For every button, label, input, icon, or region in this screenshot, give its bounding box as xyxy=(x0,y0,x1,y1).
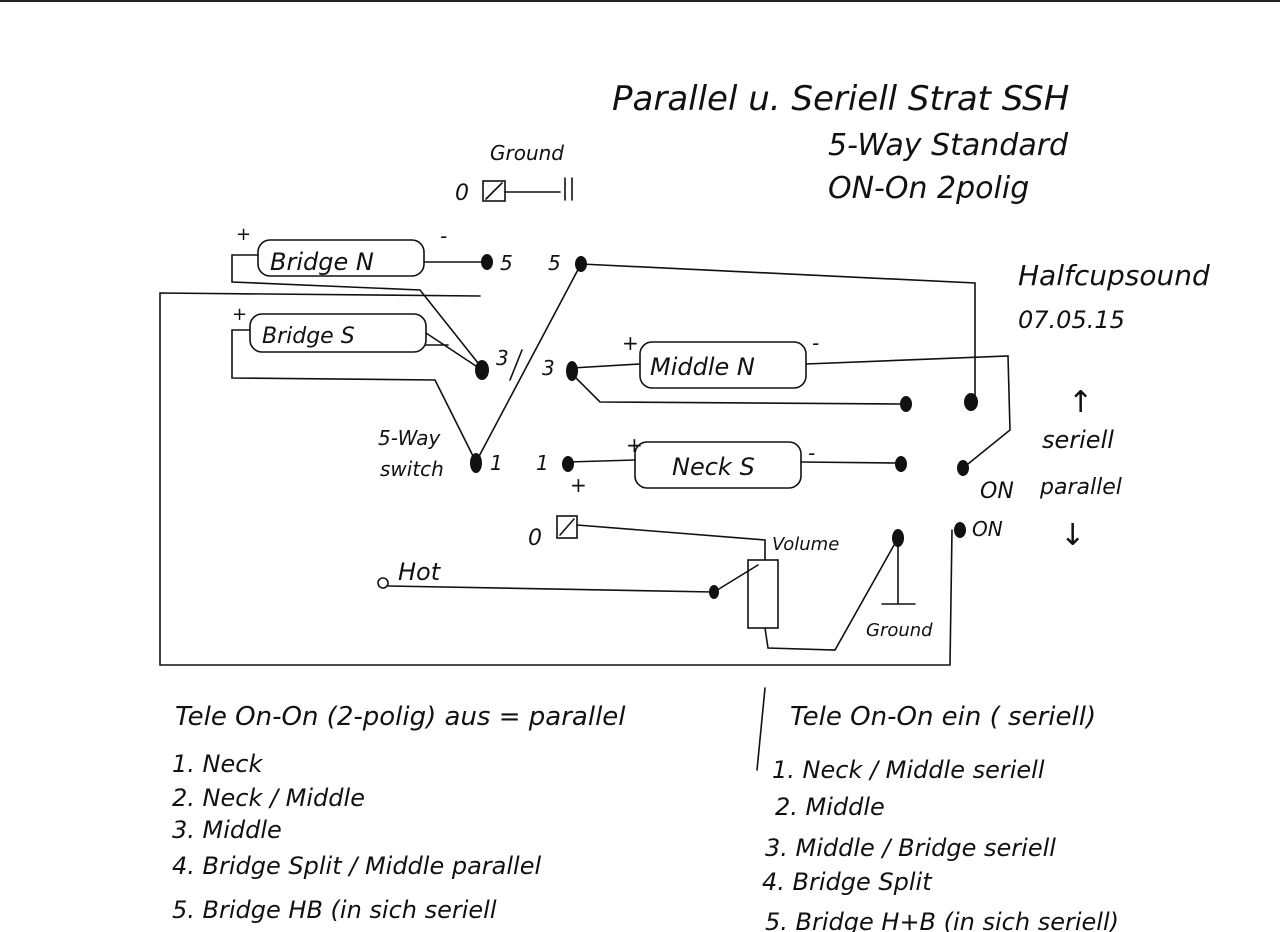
legend-item: 5. Bridge H+B (in sich seriell) xyxy=(765,908,1119,932)
switch-wiper xyxy=(475,263,582,463)
pot-wiper-lug xyxy=(709,585,719,599)
date-label: 07.05.15 xyxy=(1018,306,1125,334)
switch-lug-5a xyxy=(481,254,493,270)
legend-item: 4. Bridge Split / Middle parallel xyxy=(172,852,541,880)
toggle-lug xyxy=(957,460,969,476)
legend-item: 3. Middle / Bridge seriell xyxy=(765,834,1056,862)
minus-sign: - xyxy=(440,224,447,248)
pickup-neck-s-label: Neck S xyxy=(672,453,755,481)
switch-label: 5-Way xyxy=(378,426,442,450)
wire xyxy=(231,329,477,463)
wire xyxy=(231,254,483,369)
plus-sign: + xyxy=(232,304,247,325)
diagram-title: Parallel u. Seriell Strat SSH xyxy=(612,79,1069,119)
pickup-bridge-s-label: Bridge S xyxy=(262,324,355,349)
lug-number: 5 xyxy=(500,251,513,275)
on-label: ON xyxy=(980,479,1014,504)
hatch xyxy=(485,182,503,200)
lug-number: 5 xyxy=(548,251,561,275)
ground-symbol-bottom xyxy=(881,544,916,605)
ground-lug-top xyxy=(482,180,506,202)
wire-loop xyxy=(159,292,953,666)
plus-sign: + xyxy=(622,331,639,355)
legend-item: 5. Bridge HB (in sich seriell xyxy=(172,896,497,924)
wire xyxy=(571,355,1011,469)
legend-seriell: Tele On-On ein ( seriell) 1. Neck / Midd… xyxy=(762,702,1119,932)
plus-sign: + xyxy=(626,433,643,457)
minus-sign: - xyxy=(808,441,815,465)
ground-zero-top: 0 xyxy=(455,181,469,206)
legend-item: 2. Neck / Middle xyxy=(172,784,365,812)
legend-item: 4. Bridge Split xyxy=(762,868,933,896)
hatch xyxy=(559,518,575,536)
switch-label: switch xyxy=(380,457,444,481)
toggle-lug xyxy=(954,522,966,538)
plus-sign: + xyxy=(570,473,587,497)
diagram-subtitle-toggle: ON-On 2polig xyxy=(828,171,1029,206)
lug-number: 3 xyxy=(496,346,509,370)
on-label: ON xyxy=(972,517,1003,541)
wire xyxy=(425,332,483,371)
ground-lug xyxy=(892,529,904,547)
toggle-lug xyxy=(900,396,912,412)
legend-divider xyxy=(756,687,766,771)
seriell-label: seriell xyxy=(1042,426,1114,454)
pickup-middle-n xyxy=(639,341,807,389)
ground-zero-mid: 0 xyxy=(528,526,542,551)
minus-sign: - xyxy=(812,331,819,355)
lug-number: 1 xyxy=(536,451,549,475)
pickup-neck-s xyxy=(634,441,802,489)
legend-parallel: Tele On-On (2-polig) aus = parallel 1. N… xyxy=(172,702,626,924)
wire xyxy=(580,263,976,401)
wire xyxy=(567,459,901,464)
wire xyxy=(387,564,759,593)
ground-label-bottom: Ground xyxy=(866,620,933,641)
toggle-lug xyxy=(895,456,907,472)
switch-lug-1a xyxy=(470,453,482,473)
legend-item: 3. Middle xyxy=(172,816,282,844)
toggle-lug xyxy=(964,393,978,411)
parallel-label: parallel xyxy=(1039,475,1122,500)
separator xyxy=(509,349,523,381)
pickup-bridge-n-label: Bridge N xyxy=(270,248,374,276)
arrow-down-icon: ↓ xyxy=(1060,518,1085,553)
switch-lug-3a xyxy=(475,360,489,380)
legend-heading: Tele On-On ein ( seriell) xyxy=(790,702,1096,732)
author-label: Halfcupsound xyxy=(1018,259,1210,292)
legend-item: 1. Neck / Middle seriell xyxy=(772,756,1045,784)
hot-label: Hot xyxy=(398,558,442,586)
arrow-up-icon: ↑ xyxy=(1068,385,1093,420)
wire xyxy=(576,524,766,561)
plus-sign: + xyxy=(236,224,251,245)
wire xyxy=(571,373,906,405)
hot-output-terminal xyxy=(377,577,389,589)
switch-lug-1b xyxy=(562,456,574,472)
legend-item: 2. Middle xyxy=(775,793,885,821)
pickup-bridge-n xyxy=(257,239,425,277)
ground-lug-mid xyxy=(556,515,578,539)
wire xyxy=(764,537,899,651)
lug-number: 3 xyxy=(542,356,555,380)
legend-item: 1. Neck xyxy=(172,750,263,778)
diagram-subtitle-switch: 5-Way Standard xyxy=(828,128,1069,163)
volume-label: Volume xyxy=(772,534,839,555)
pickup-middle-n-label: Middle N xyxy=(650,353,755,381)
ground-symbol-top xyxy=(504,177,573,201)
volume-pot xyxy=(747,559,779,629)
ground-label-top: Ground xyxy=(490,141,564,165)
legend-heading: Tele On-On (2-polig) aus = parallel xyxy=(175,702,626,732)
lug-number: 1 xyxy=(490,451,503,475)
